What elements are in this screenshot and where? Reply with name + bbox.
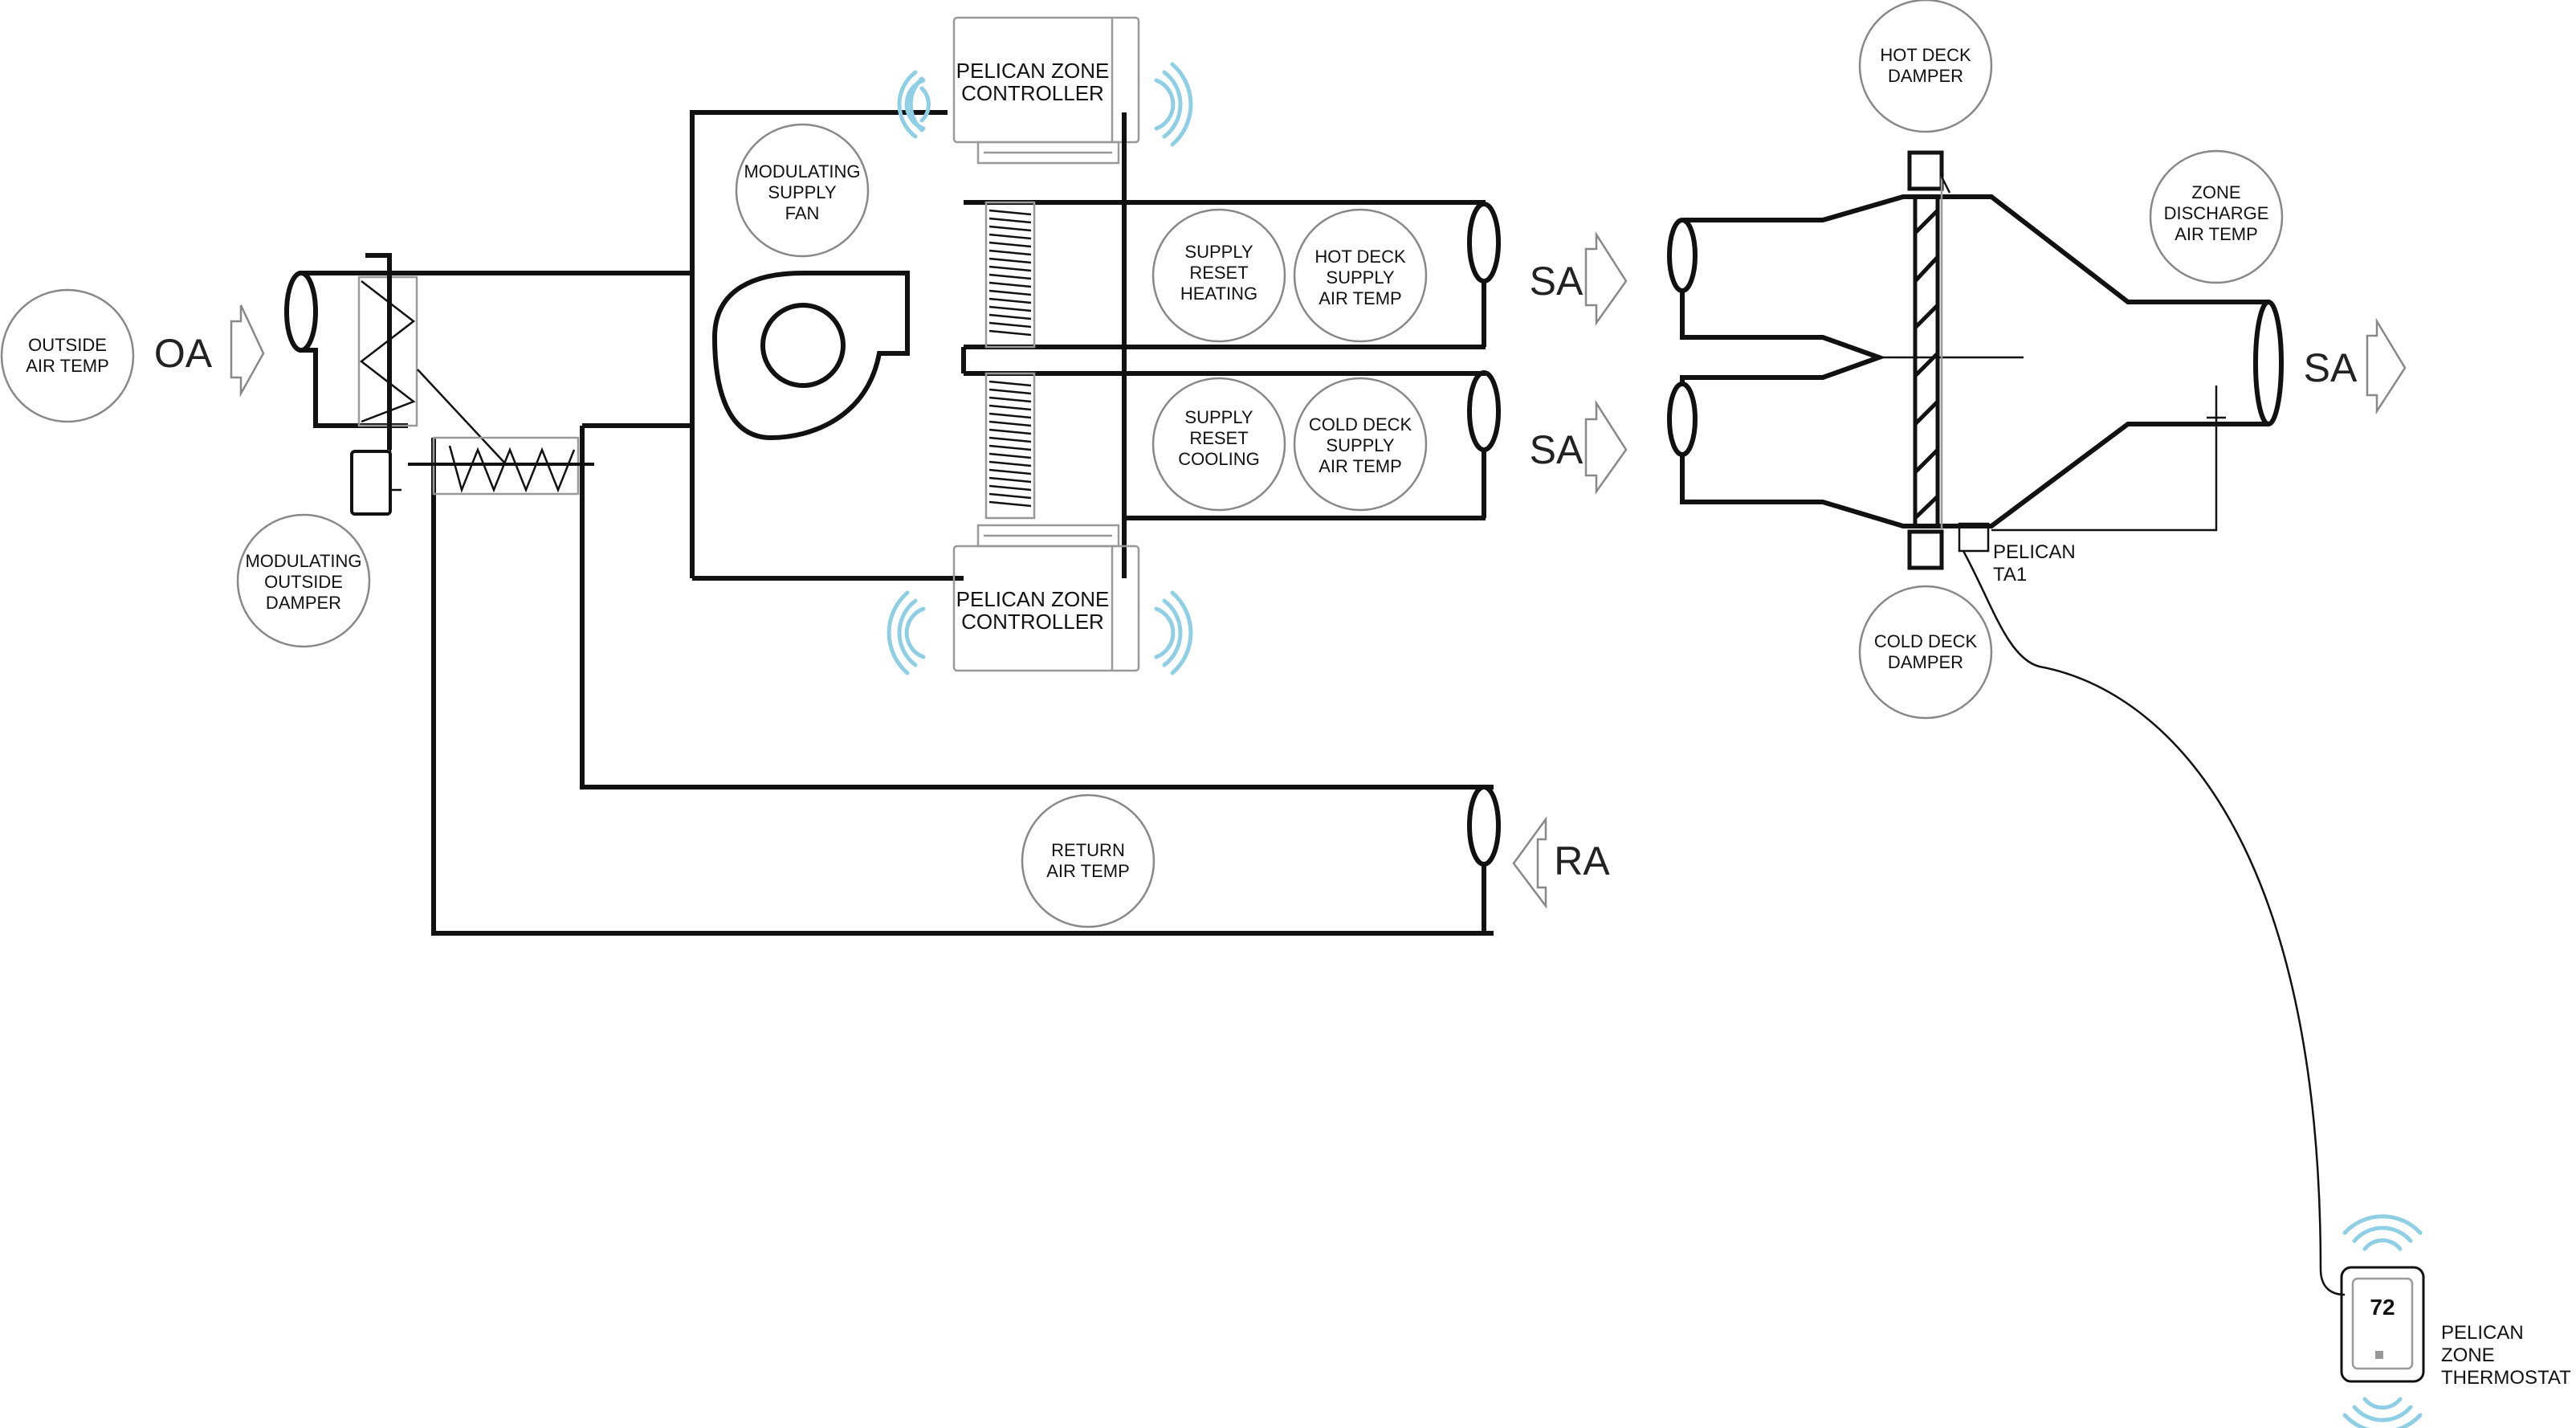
ra-label: RA <box>1554 838 1610 883</box>
outside-air-temp-label: OUTSIDE AIR TEMP <box>26 335 109 376</box>
ra-arrow <box>1512 816 1547 909</box>
supply-fan-icon <box>711 271 910 441</box>
wireless-waves-thermostat <box>2342 1214 2423 1428</box>
supply-reset-heating-label: SUPPLY RESET HEATING <box>1180 242 1258 304</box>
blend-dampers <box>1907 150 1951 570</box>
sa-hot-arrow <box>1584 231 1628 326</box>
thermostat-display: 72 <box>2370 1295 2395 1320</box>
sa-hot-label: SA <box>1529 259 1584 304</box>
return-duct-end <box>1467 785 1501 933</box>
wireless-waves-top-controller <box>897 62 1193 147</box>
cold-deck-damper-label: COLD DECK DAMPER <box>1873 631 1978 672</box>
cooling-coil <box>984 372 1036 520</box>
sa-zone-arrow <box>2366 317 2407 415</box>
controller-top-box <box>952 16 1140 165</box>
pelican-ta1-label: PELICAN TA1 <box>1993 541 2076 585</box>
controller-bottom-label: PELICAN ZONE CONTROLLER <box>956 587 1110 634</box>
zone-discharge-air-temp-label: ZONE DISCHARGE AIR TEMP <box>2163 182 2269 244</box>
mixing-box <box>1667 194 2284 528</box>
modulating-supply-fan-label: MODULATING SUPPLY FAN <box>744 161 861 223</box>
hot-deck-duct-end <box>1467 202 1501 347</box>
controller-top-label: PELICAN ZONE CONTROLLER <box>956 59 1110 105</box>
heating-coil <box>984 201 1036 349</box>
sa-zone-label: SA <box>2303 345 2358 390</box>
cold-deck-duct-end <box>1467 370 1501 518</box>
bubble-circles <box>0 0 2284 928</box>
hot-deck-supply-air-temp-label: HOT DECK SUPPLY AIR TEMP <box>1314 247 1406 308</box>
modulating-outside-damper-label: MODULATING OUTSIDE DAMPER <box>245 551 362 613</box>
thermostat-wire <box>1962 550 2346 1296</box>
wireless-waves-bottom-controller <box>887 590 1193 675</box>
cold-deck-supply-air-temp-label: COLD DECK SUPPLY AIR TEMP <box>1308 414 1412 476</box>
hot-deck-damper-label: HOT DECK DAMPER <box>1880 45 1971 86</box>
sa-cold-label: SA <box>1529 427 1584 472</box>
return-air-temp-label: RETURN AIR TEMP <box>1046 840 1130 881</box>
thermostat-label: PELICAN ZONE THERMOSTAT <box>2441 1322 2571 1389</box>
thermostat-device <box>2340 1266 2425 1383</box>
oa-label: OA <box>153 331 213 376</box>
outside-air-damper <box>350 253 507 516</box>
oa-arrow <box>230 304 265 398</box>
supply-reset-cooling-label: SUPPLY RESET COOLING <box>1178 407 1260 469</box>
controller-bottom-box <box>952 524 1140 672</box>
discharge-sensor <box>1958 386 2226 553</box>
return-air-damper <box>408 436 594 496</box>
sa-cold-arrow <box>1584 399 1628 495</box>
